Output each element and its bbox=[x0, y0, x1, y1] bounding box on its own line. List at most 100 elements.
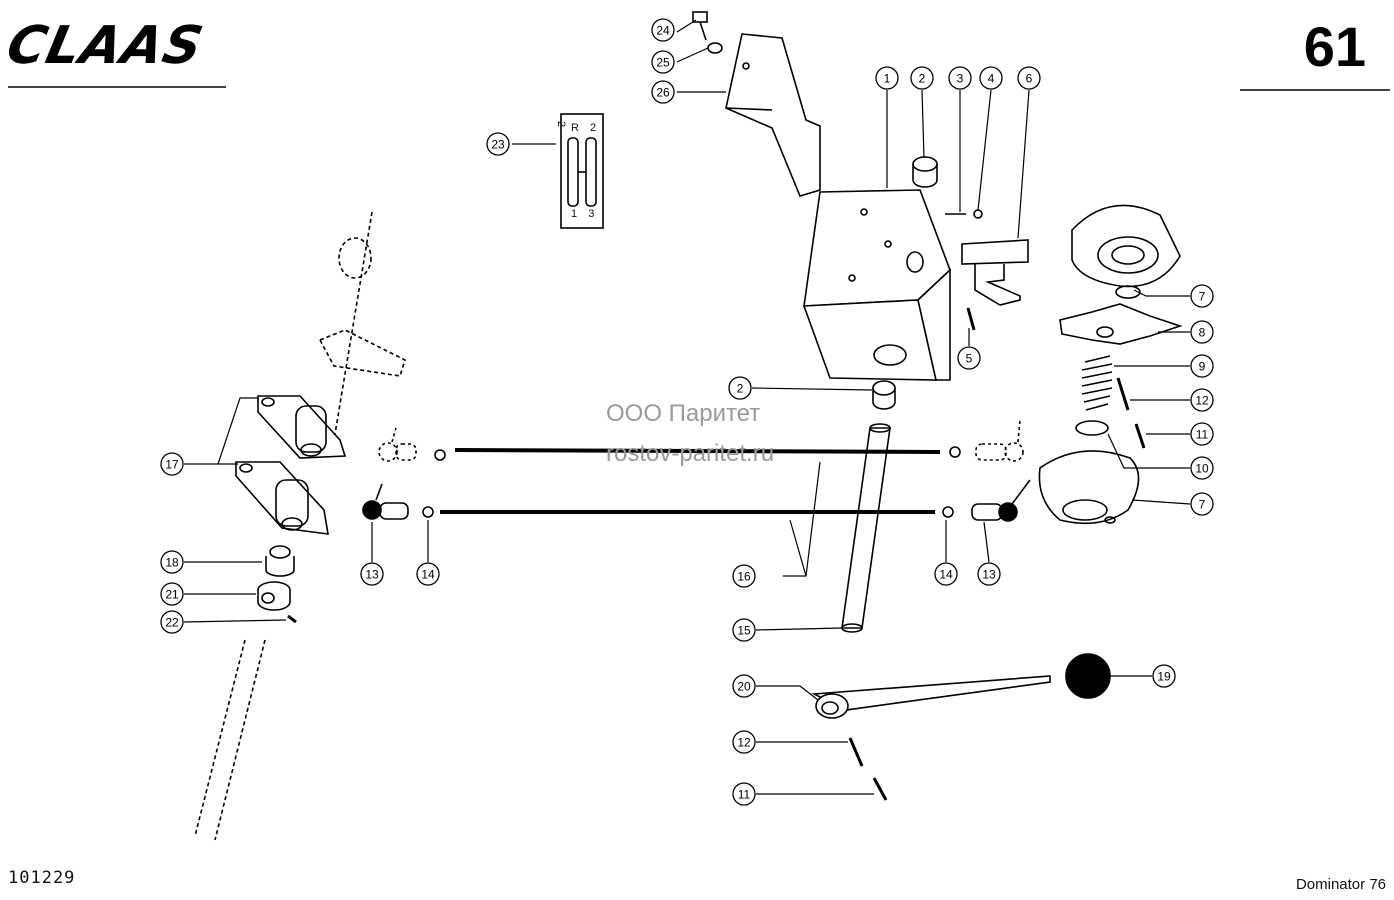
callout-circle bbox=[1190, 422, 1214, 446]
gate-label-2-b: 2 bbox=[590, 122, 597, 134]
callout-23: 23 bbox=[486, 132, 510, 156]
gate-label-top-row: R 2 bbox=[571, 122, 596, 134]
shift-rod-upper bbox=[454, 448, 941, 454]
machine-model: Dominator 76 bbox=[1295, 876, 1386, 893]
callout-20: 20 bbox=[732, 674, 756, 698]
callout-circle bbox=[416, 562, 440, 586]
ball-joint-left bbox=[362, 483, 409, 520]
leader-lines bbox=[183, 19, 1191, 795]
cover-top-part bbox=[1071, 204, 1181, 299]
roll-pin-part bbox=[1116, 377, 1130, 411]
ball-joint-right bbox=[971, 479, 1031, 522]
bushing-lower bbox=[872, 380, 896, 410]
callout-circle bbox=[360, 562, 384, 586]
callout-number: 10 bbox=[1195, 462, 1209, 476]
callout-25: 25 bbox=[651, 50, 675, 74]
callout-circle bbox=[732, 564, 756, 588]
callout-12: 12 bbox=[1190, 388, 1214, 412]
callout-11: 11 bbox=[732, 782, 756, 806]
spring-part bbox=[1081, 355, 1113, 411]
ball-joint-left-dashed bbox=[378, 427, 417, 462]
gate-label-bottom-row: 1 3 bbox=[571, 208, 594, 220]
callout-5: 5 bbox=[957, 346, 981, 370]
callout-13: 13 bbox=[977, 562, 1001, 586]
cover-bottom-part bbox=[1038, 450, 1140, 525]
page-number: 61 bbox=[1303, 15, 1366, 78]
callout-number: 12 bbox=[737, 736, 751, 750]
gear-lever-housing bbox=[802, 189, 951, 381]
callout-number: 21 bbox=[165, 588, 179, 602]
callout-17: 17 bbox=[160, 452, 184, 476]
callout-number: 24 bbox=[656, 24, 670, 38]
callout-16: 16 bbox=[732, 564, 756, 588]
callout-number: 11 bbox=[738, 788, 751, 802]
callout-number: 23 bbox=[491, 138, 505, 152]
callout-7: 7 bbox=[1190, 284, 1214, 308]
callout-circle bbox=[979, 66, 1003, 90]
bolt-part bbox=[692, 11, 708, 41]
callout-14: 14 bbox=[934, 562, 958, 586]
callout-circle bbox=[160, 610, 184, 634]
callout-number: 14 bbox=[939, 568, 953, 582]
bracket-plate-part bbox=[725, 33, 821, 197]
watermark-company: ООО Паритет bbox=[606, 400, 761, 427]
callout-10: 10 bbox=[1190, 456, 1214, 480]
callout-circle bbox=[1190, 284, 1214, 308]
lock-nut-part bbox=[942, 506, 954, 518]
callout-circle bbox=[875, 66, 899, 90]
grub-screw-part bbox=[287, 614, 297, 624]
callout-circle bbox=[1190, 354, 1214, 378]
shift-lever-part bbox=[811, 675, 1051, 719]
watermark-url: rostov-paritet.ru bbox=[606, 440, 775, 467]
ball-joint-right-dashed bbox=[975, 419, 1024, 462]
shift-knob-part bbox=[1065, 653, 1111, 699]
lock-nut-part bbox=[949, 446, 961, 458]
shift-gate-plate bbox=[560, 113, 604, 229]
callout-7: 7 bbox=[1190, 492, 1214, 516]
lock-nut-part bbox=[434, 449, 446, 461]
callout-3: 3 bbox=[948, 66, 972, 90]
callout-circle bbox=[732, 618, 756, 642]
callout-circle bbox=[651, 18, 675, 42]
callout-13: 13 bbox=[360, 562, 384, 586]
callout-number: 18 bbox=[165, 556, 179, 570]
bushing-top bbox=[912, 156, 938, 188]
drawing-number: 101229 bbox=[8, 868, 76, 888]
gate-label-top: 2 bbox=[555, 121, 567, 127]
callout-number: 13 bbox=[982, 568, 996, 582]
callout-number: 8 bbox=[1199, 326, 1206, 340]
callout-number: 17 bbox=[165, 458, 179, 472]
callout-1: 1 bbox=[875, 66, 899, 90]
callout-circle bbox=[1152, 664, 1176, 688]
collar-part bbox=[257, 581, 291, 611]
callout-26: 26 bbox=[651, 80, 675, 104]
gate-label-1: 1 bbox=[571, 208, 578, 220]
callout-number: 20 bbox=[737, 680, 751, 694]
callout-circle bbox=[486, 132, 510, 156]
bushing-small-part bbox=[265, 545, 295, 577]
callout-number: 25 bbox=[656, 56, 670, 70]
gate-label-3: 3 bbox=[588, 208, 595, 220]
washer-part bbox=[707, 42, 723, 54]
callout-circle bbox=[977, 562, 1001, 586]
pivot-plate-part bbox=[1059, 303, 1183, 345]
callout-circle bbox=[948, 66, 972, 90]
callout-number: 15 bbox=[737, 624, 751, 638]
callout-6: 6 bbox=[1017, 66, 1041, 90]
callout-circle bbox=[957, 346, 981, 370]
callout-11: 11 bbox=[1190, 422, 1214, 446]
callout-12: 12 bbox=[732, 730, 756, 754]
callout-circle bbox=[160, 550, 184, 574]
dashed-lever-assembly bbox=[194, 211, 406, 841]
lock-plate-part bbox=[961, 239, 1029, 306]
gear-shaft-part bbox=[841, 423, 891, 633]
dowel-pin-part bbox=[1134, 423, 1146, 449]
nut-part bbox=[973, 209, 983, 219]
callout-circle bbox=[728, 376, 752, 400]
selector-arm-upper bbox=[257, 395, 347, 459]
callout-24: 24 bbox=[651, 18, 675, 42]
callout-4: 4 bbox=[979, 66, 1003, 90]
callout-circle bbox=[1190, 388, 1214, 412]
